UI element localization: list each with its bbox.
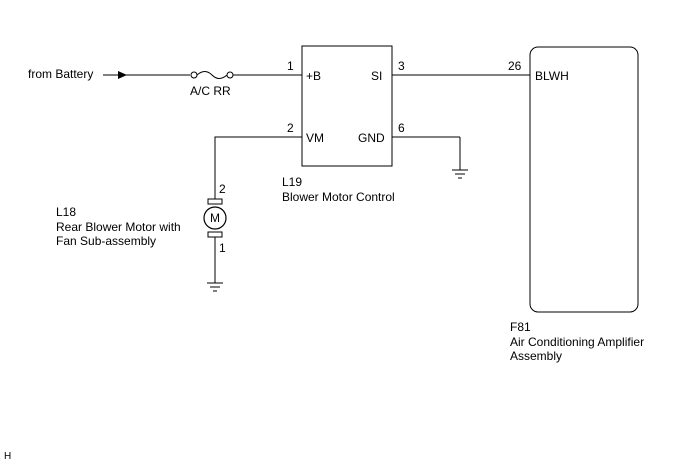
pin-2-number: 2 [287, 121, 294, 135]
pin-6-number: 6 [398, 121, 405, 135]
pin-b-label: +B [306, 69, 321, 83]
pin-si-label: SI [371, 69, 382, 83]
blower-control-name: Blower Motor Control [282, 190, 395, 204]
motor-name-line2: Fan Sub-assembly [56, 234, 156, 248]
fuse-icon [190, 71, 234, 79]
amplifier-name-line1: Air Conditioning Amplifier [510, 335, 644, 349]
corner-mark: H [4, 451, 11, 462]
motor-pin-1: 1 [219, 241, 226, 255]
motor-pin-2: 2 [219, 182, 226, 196]
ground-icon [452, 169, 468, 179]
pin-blwh-label: BLWH [535, 69, 569, 83]
pin-vm-label: VM [306, 131, 324, 145]
pin-1-number: 1 [287, 59, 294, 73]
ground-icon [207, 282, 223, 292]
amplifier-code: F81 [510, 320, 531, 334]
motor-symbol-label: M [210, 211, 220, 225]
fuse-label: A/C RR [190, 84, 231, 98]
vm-to-motor-wire [214, 136, 302, 200]
motor-code: L18 [56, 205, 76, 219]
amplifier-name-line2: Assembly [510, 349, 562, 363]
from-battery-label: from Battery [28, 67, 93, 81]
air-conditioning-amplifier-box [529, 46, 639, 313]
motor-icon [203, 198, 227, 238]
pin-gnd-label: GND [358, 131, 385, 145]
pin-3-number: 3 [398, 59, 405, 73]
pin-26-number: 26 [508, 59, 522, 73]
arrow-right-icon [118, 71, 127, 79]
blower-control-code: L19 [282, 175, 302, 189]
blower-motor-control-box [301, 45, 393, 167]
motor-name-line1: Rear Blower Motor with [56, 220, 181, 234]
